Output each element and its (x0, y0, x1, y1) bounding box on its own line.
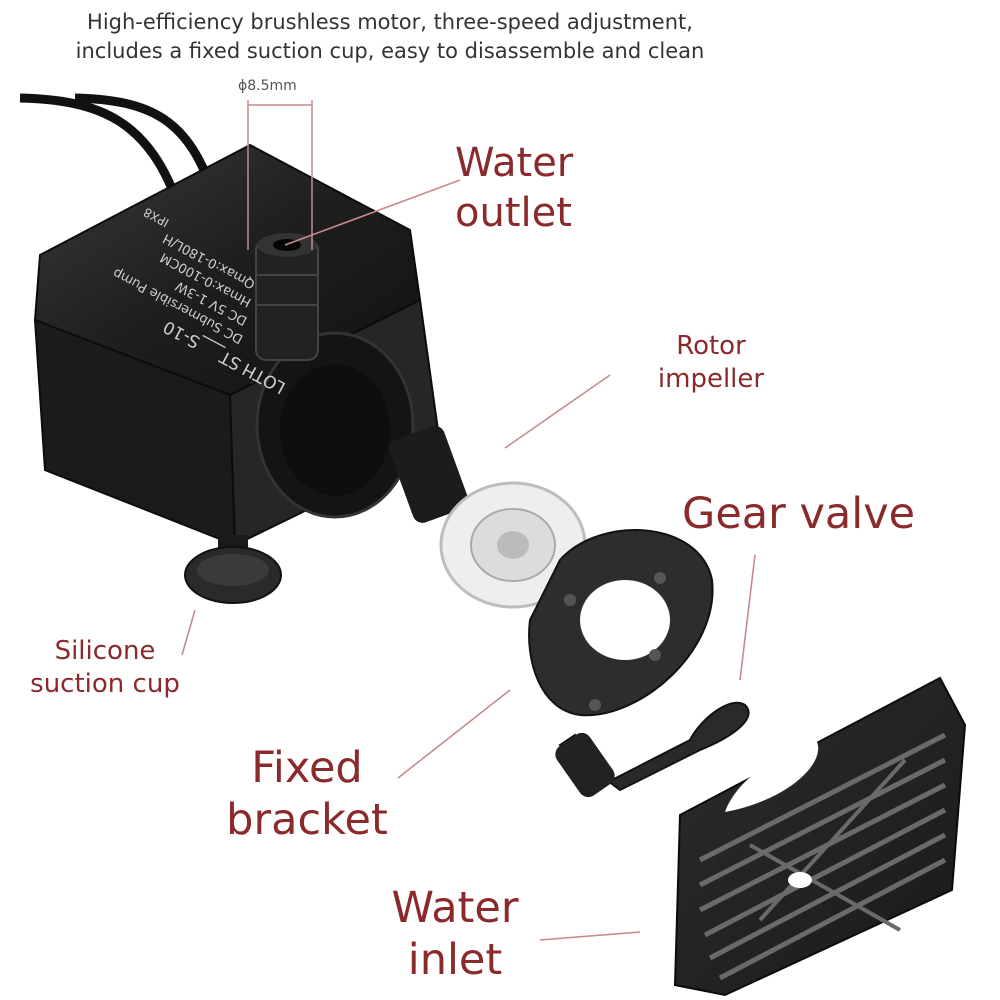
suction-cup-graphic (184, 535, 282, 604)
label-fixed-bracket-line1: Fixed (251, 743, 363, 793)
label-water-outlet-line1: Water (455, 140, 574, 186)
gear-valve-lever-graphic (555, 701, 750, 798)
outlet-diameter-label: ϕ8.5mm (238, 78, 297, 94)
leader-rotor-impeller (504, 374, 611, 449)
leader-water-outlet (284, 179, 461, 246)
header-line-2: includes a fixed suction cup, easy to di… (75, 39, 705, 63)
label-gear-valve: Gear valve (682, 489, 916, 539)
label-fixed-bracket: Fixed bracket (212, 742, 402, 846)
label-silicone-suction-cup: Silicone suction cup (20, 635, 190, 701)
dimension-marker (247, 100, 313, 250)
rotor-impeller-graphic (389, 425, 587, 609)
label-suction-cup-line1: Silicone (54, 636, 156, 666)
water-inlet-grille-graphic (673, 676, 967, 997)
label-rotor-impeller-line2: impeller (657, 364, 765, 394)
header-description: High-efficiency brushless motor, three-s… (30, 8, 750, 66)
header-line-1: High-efficiency brushless motor, three-s… (87, 10, 693, 34)
label-rotor-impeller-line1: Rotor (676, 331, 746, 361)
leader-gear-valve (739, 554, 756, 681)
label-water-inlet-line1: Water (391, 883, 519, 933)
leader-suction-cup (181, 609, 196, 656)
label-water-outlet-line2: outlet (455, 190, 572, 236)
label-water-inlet-line2: inlet (407, 935, 503, 985)
leader-lines (181, 179, 756, 941)
label-water-outlet: Water outlet (455, 138, 573, 238)
leader-fixed-bracket (397, 689, 511, 779)
pump-body (33, 143, 442, 547)
gear-valve-plate-graphic (528, 529, 714, 717)
label-suction-cup-line2: suction cup (30, 669, 180, 699)
label-fixed-bracket-line2: bracket (226, 795, 388, 845)
label-water-inlet: Water inlet (365, 882, 545, 986)
leader-water-inlet (539, 931, 641, 941)
label-rotor-impeller: Rotor impeller (626, 330, 796, 396)
